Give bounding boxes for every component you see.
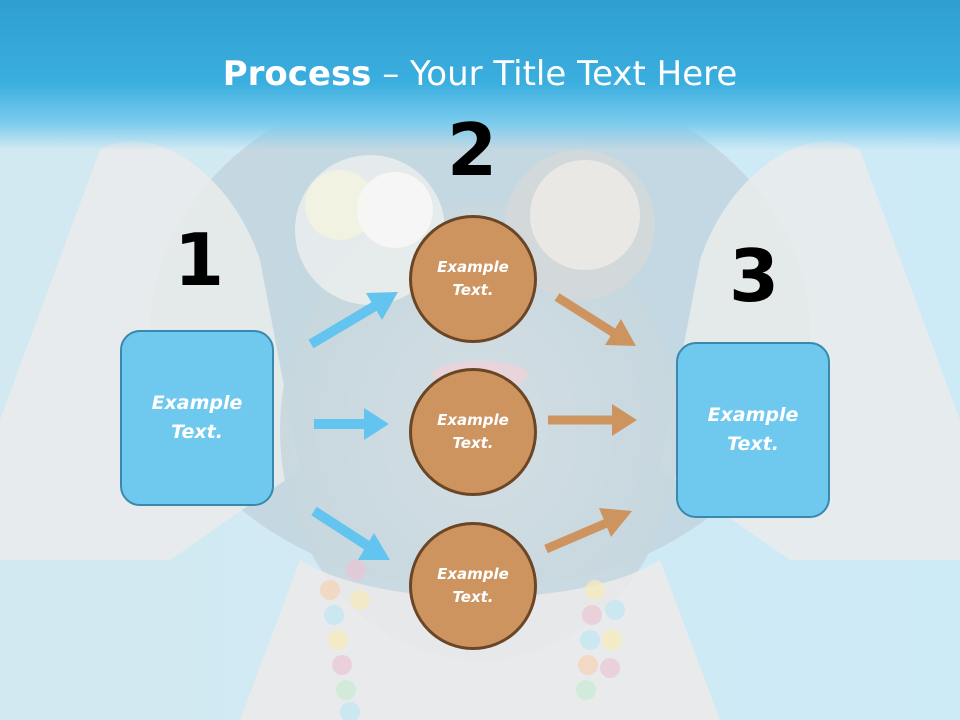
step-3-box: Example Text. (676, 342, 830, 518)
circle-1: Example Text. (409, 215, 537, 343)
arrow-box1-to-circle3 (311, 506, 390, 560)
step-number-3: 3 (728, 234, 780, 318)
step-1-box: Example Text. (120, 330, 274, 506)
circle-2-text: Example Text. (437, 411, 509, 452)
arrow-box1-to-circle1 (308, 292, 398, 349)
arrow-circle1-to-box3 (554, 293, 636, 346)
circle-3-text: Example Text. (437, 565, 509, 606)
step-1-box-text: Example Text. (151, 392, 243, 443)
title-bold-part: Process (222, 54, 372, 94)
step-number-2: 2 (446, 108, 498, 192)
circle-2: Example Text. (409, 368, 537, 496)
slide-title: Process – Your Title Text Here (0, 52, 960, 96)
title-band (0, 0, 960, 150)
circle-1-text: Example Text. (437, 258, 509, 299)
title-rest-part: – Your Title Text Here (371, 54, 738, 94)
arrow-circle2-to-box3 (548, 404, 637, 436)
arrow-box1-to-circle2 (314, 408, 389, 440)
circle-3: Example Text. (409, 522, 537, 650)
step-number-1: 1 (173, 218, 225, 302)
step-3-box-text: Example Text. (707, 404, 799, 455)
arrow-circle3-to-box3 (544, 508, 632, 554)
